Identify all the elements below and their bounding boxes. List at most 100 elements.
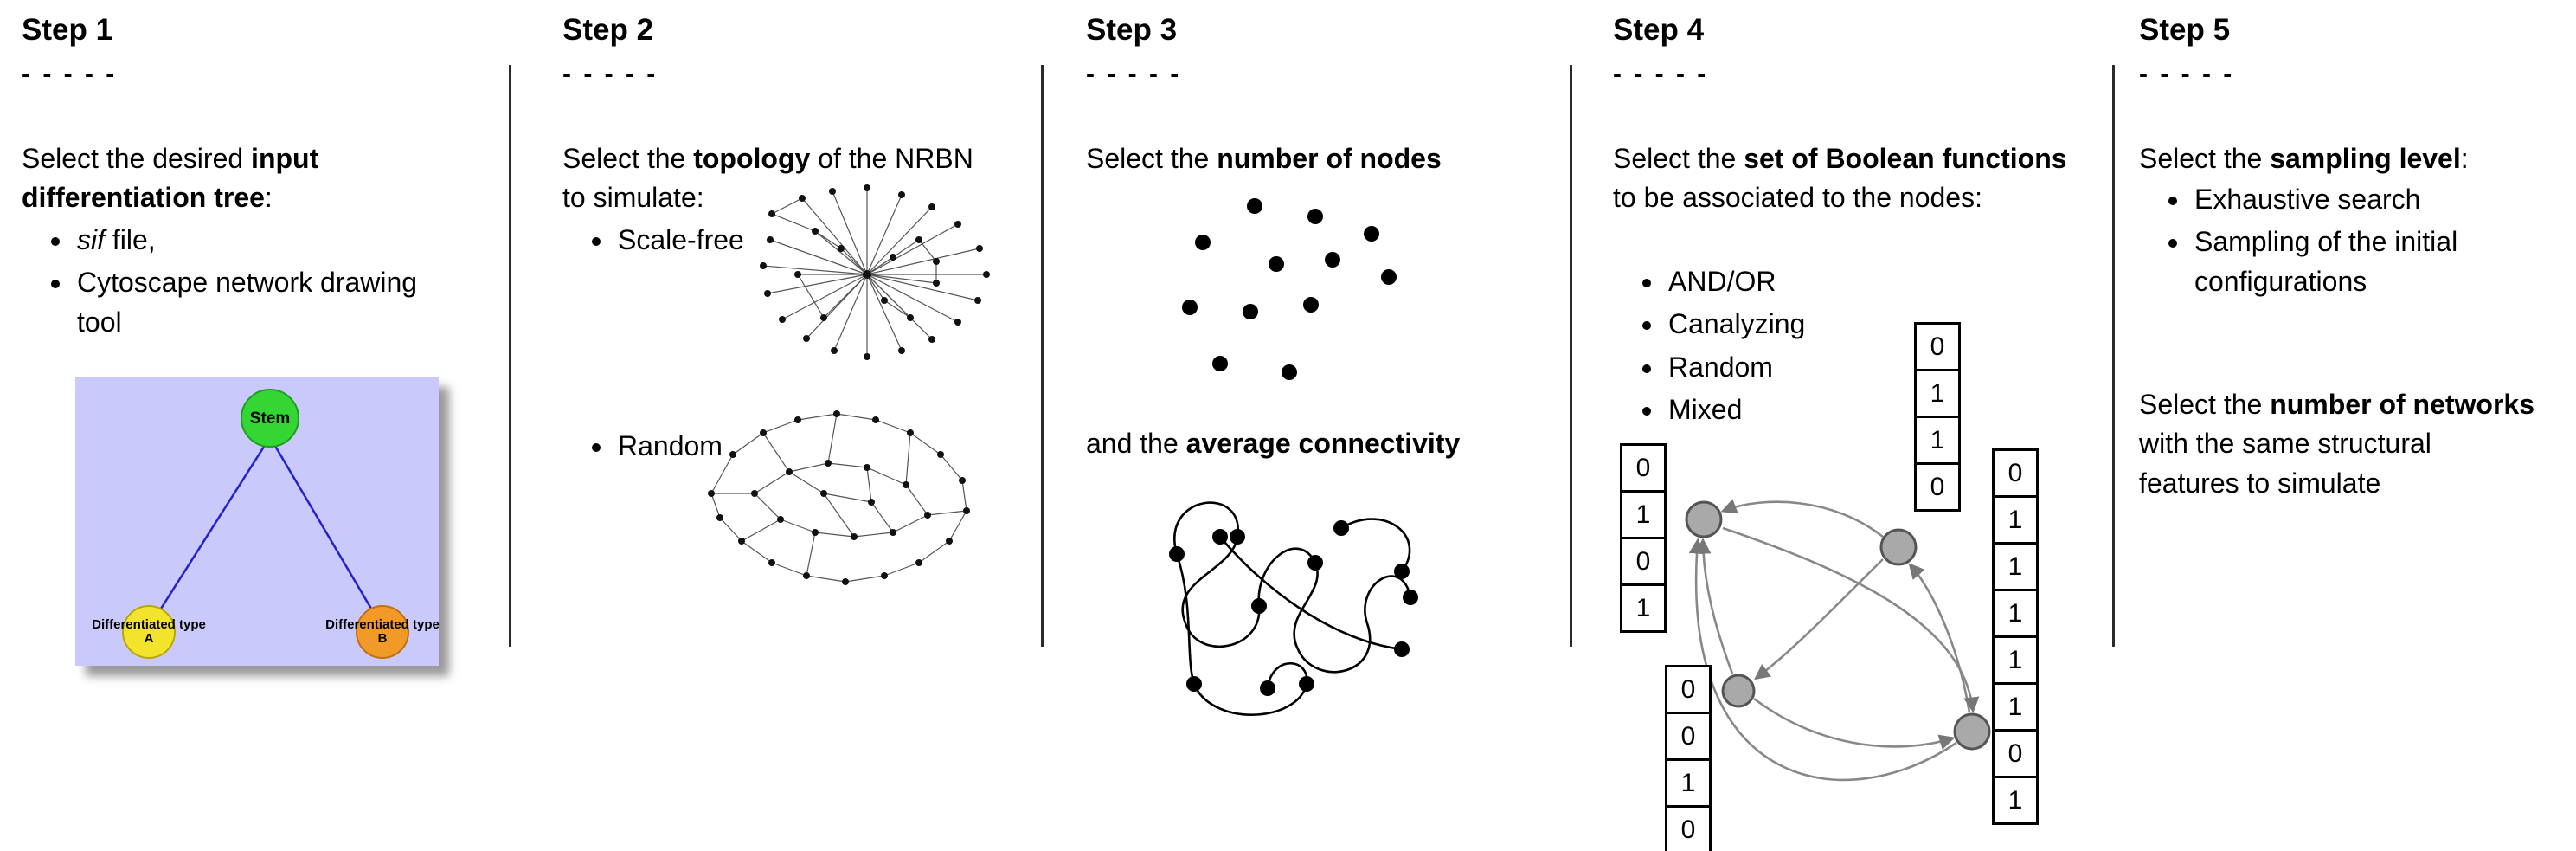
connectivity-nodes: [1169, 520, 1418, 696]
bullet-random-functions: Random: [1665, 348, 2028, 387]
step-3-line2-bold: average connectivity: [1185, 428, 1461, 459]
step-3-line1-pre: Select the: [1086, 143, 1217, 174]
truth-table-cell: 0: [1667, 667, 1709, 714]
step-5-intro: Select the sampling level:: [2139, 139, 2554, 178]
scale-free-edges: [762, 188, 986, 357]
truth-table-top: 0 1 1 0: [1914, 322, 1961, 512]
step-5-intro-post: :: [2460, 143, 2469, 174]
step-4-title: Step 4: [1613, 13, 1705, 47]
step-4-column: Step 4 - - - - - Select the set of Boole…: [1613, 13, 2106, 851]
column-divider-1: [509, 65, 511, 647]
step-2-bullet-scale-free: Scale-free: [562, 221, 839, 263]
step-4-bullets: AND/OR Canalyzing Random Mixed: [1613, 262, 2028, 434]
step-1-dashes: - - - - -: [22, 60, 118, 88]
step-3-line1-bold: number of nodes: [1217, 143, 1442, 174]
step-2-intro-bold: topology: [693, 143, 811, 174]
tree-edge-left: [147, 436, 272, 629]
differentiation-tree-svg: [122, 389, 409, 659]
truth-table-cell: 1: [1917, 371, 1958, 418]
truth-table-cell: 0: [1622, 446, 1664, 493]
step-4-intro-post: to be associated to the nodes:: [1613, 182, 1982, 214]
step-5-second-paragraph: Select the number of networks with the s…: [2139, 385, 2537, 503]
bullet-sif-file: sif file,: [74, 221, 437, 260]
step-3-column: Step 3 - - - - - Select the number of no…: [1086, 13, 1566, 844]
boolean-network-svg: [1685, 499, 1991, 782]
step-2-intro-post: of the NRBN to simulate:: [562, 143, 973, 214]
truth-table-cell: 1: [1995, 591, 2036, 638]
truth-table-cell: 1: [1995, 638, 2036, 685]
truth-table-cell: 1: [1622, 493, 1664, 539]
truth-table-cell: 0: [1667, 714, 1709, 761]
bullet-sampling-initial-configurations: Sampling of the initial configurations: [2191, 222, 2554, 301]
bullet-and-or: AND/OR: [1665, 262, 2028, 301]
truth-table-left: 0 1 0 1: [1620, 443, 1667, 633]
truth-table-cell: 0: [1995, 732, 2036, 778]
gene-node-a: [1685, 500, 1723, 538]
truth-table-right: 0 1 1 1 1 1 0 1: [1992, 448, 2039, 825]
bullet-exhaustive-search: Exhaustive search: [2191, 180, 2554, 219]
truth-table-cell: 1: [1917, 418, 1958, 465]
step-1-intro-post: :: [264, 182, 273, 214]
truth-table-cell: 0: [1995, 451, 2036, 498]
bullet-cytoscape: Cytoscape network drawing tool: [74, 263, 437, 342]
truth-table-cell: 0: [1622, 539, 1664, 586]
nodes-scatter-illustration: [1182, 198, 1397, 380]
gene-node-c: [1721, 674, 1756, 708]
step-3-line2: and the average connectivity: [1086, 424, 1566, 463]
truth-table-cell: 1: [1995, 498, 2036, 545]
differentiated-type-a-node: [122, 605, 176, 659]
connectivity-graph-illustration: [1169, 501, 1418, 716]
step-5-second-pre: Select the: [2139, 389, 2271, 420]
step-5-dashes: - - - - -: [2139, 60, 2235, 88]
step-5-title: Step 5: [2139, 13, 2231, 47]
gene-node-b: [1879, 528, 1918, 566]
step-1-intro-pre: Select the desired: [22, 143, 252, 174]
differentiated-type-a-label: Differentiated type A: [92, 617, 206, 646]
step-1-column: Step 1 - - - - - Select the desired inpu…: [22, 13, 498, 844]
random-nodes: [708, 410, 970, 585]
step-2-intro-pre: Select the: [562, 143, 694, 174]
truth-table-cell: 1: [2007, 785, 2023, 815]
connectivity-edges: [1173, 501, 1412, 716]
step-2-bullet-random: Random: [562, 427, 839, 469]
step-3-line2-pre: and the: [1086, 428, 1186, 459]
step-4-dashes: - - - - -: [1613, 60, 1709, 88]
truth-table-cell: 1: [1995, 545, 2036, 591]
scale-free-nodes: [760, 184, 990, 360]
sif-rest: file,: [105, 224, 156, 255]
step-2-column: Step 2 - - - - - Select the topology of …: [562, 13, 1034, 844]
random-network-illustration: [708, 410, 970, 585]
bullet-mixed: Mixed: [1665, 390, 2028, 429]
step-5-second-post: with the same structural features to sim…: [2139, 428, 2431, 499]
bullet-canalyzing: Canalyzing: [1665, 305, 2028, 344]
stem-node: [241, 389, 299, 448]
boolean-network-edges: [1688, 499, 1980, 782]
stem-label: Stem: [249, 409, 291, 428]
step-1-bullets: sif file, Cytoscape network drawing tool: [22, 221, 437, 345]
truth-table-cell: 0: [1680, 815, 1696, 844]
truth-table-cell: 1: [1667, 761, 1709, 808]
step-5-bullets: Exhaustive search Sampling of the initia…: [2139, 180, 2554, 305]
boolean-network-nodes: [1685, 500, 1991, 751]
scatter-dots: [1182, 198, 1397, 380]
scale-free-network-illustration: [760, 184, 990, 360]
truth-table-cell: 1: [1995, 685, 2036, 732]
step-1-intro: Select the desired input differentiation…: [22, 139, 428, 218]
tree-edge-right: [268, 436, 384, 629]
step-1-intro-bold: input differentiation tree: [22, 143, 319, 214]
step-3-title: Step 3: [1086, 13, 1178, 47]
sif-italic: sif: [77, 224, 105, 255]
truth-table-cell: 1: [1635, 593, 1651, 622]
gene-node-d: [1953, 712, 1991, 751]
step-4-intro: Select the set of Boolean functions to b…: [1613, 139, 2080, 218]
truth-table-cell: 0: [1917, 325, 1958, 371]
differentiation-tree-figure: Stem Differentiated type A Differentiate…: [75, 377, 440, 666]
column-divider-3: [1570, 65, 1572, 647]
step-5-intro-pre: Select the: [2139, 143, 2271, 174]
step-4-intro-bold: set of Boolean functions: [1744, 143, 2067, 174]
step-4-intro-pre: Select the: [1613, 143, 1744, 174]
bullet-scale-free: Scale-free: [614, 221, 839, 260]
step-1-title: Step 1: [22, 13, 113, 47]
random-edges: [710, 413, 967, 583]
